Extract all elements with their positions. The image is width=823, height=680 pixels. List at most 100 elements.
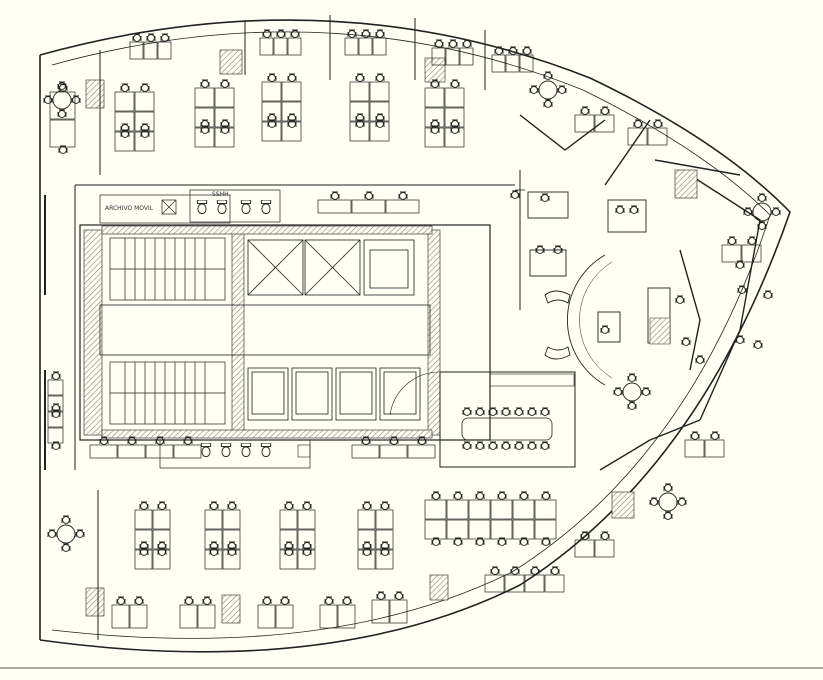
desk [431,47,446,66]
desk [204,509,223,530]
office-chair [380,501,390,510]
desk [647,127,668,146]
office-chair [663,483,673,492]
desk [704,439,725,458]
conference-chair [501,407,511,416]
office-chair [57,109,67,118]
office-chair [541,491,551,500]
desk [194,87,215,108]
desk [279,509,298,530]
desk [344,37,359,56]
desk [349,121,370,142]
desk [594,114,615,133]
office-chair [475,491,485,500]
desk [281,121,302,142]
office-chair [434,39,444,48]
desk [512,499,535,520]
office-chair [431,491,441,500]
desk [134,549,153,570]
conference-chair [514,441,524,450]
conference-chair [475,407,485,416]
office-chair [490,566,500,575]
round-table [52,90,72,110]
office-chair [61,515,71,524]
office-chair [675,295,685,304]
desk [194,127,215,148]
round-table [752,202,772,222]
office-chair [394,591,404,600]
office-chair [550,566,560,575]
office-chair [600,325,610,334]
desk [259,37,274,56]
elevators-lower [247,367,421,421]
conference-chair [527,441,537,450]
office-chair [43,95,53,104]
desk [297,529,316,550]
desk [721,244,742,263]
desk [279,529,298,550]
office-chair [280,596,290,605]
desk [281,81,302,102]
office-chair [184,596,194,605]
office-chair [448,39,458,48]
central-core [79,224,491,441]
desk [129,41,144,60]
desk [152,529,171,550]
desk [222,509,241,530]
office-chair [302,501,312,510]
conference-chair [462,407,472,416]
office-chair [362,501,372,510]
office-chair [276,29,286,38]
conference-chair [501,441,511,450]
right-wing-partitions [515,114,761,471]
desk [281,101,302,122]
desk [459,47,474,66]
office-chair [220,79,230,88]
office-chair [209,501,219,510]
desk [275,604,294,629]
desk [261,121,282,142]
office-chair [200,79,210,88]
office-chair [364,191,374,200]
desk [129,604,148,629]
office-chair [677,497,687,506]
office-chair [600,531,610,540]
desk [204,549,223,570]
desk [594,539,615,558]
office-chair [763,290,773,299]
restrooms-upper: SSHH [189,189,281,223]
desk [369,121,390,142]
desk [89,444,118,459]
office-chair [134,596,144,605]
desk [111,604,130,629]
desk [468,499,491,520]
desk [385,199,420,214]
conference-chair [540,407,550,416]
desk [257,604,276,629]
office-chair [530,566,540,575]
office-chair [157,501,167,510]
desk [444,87,465,108]
conference-chair [488,441,498,450]
desk [214,107,235,128]
office-chair [290,29,300,38]
office-chair [139,501,149,510]
office-chair [262,29,272,38]
desk [349,81,370,102]
desk [444,107,465,128]
conference-chair [475,441,485,450]
desk [407,444,436,459]
office-chair [324,596,334,605]
office-chair [543,99,553,108]
round-table [56,524,76,544]
desk [152,549,171,570]
office-chair [51,371,61,380]
archive-label: ARCHIVO MOVIL [105,205,154,212]
desk [544,574,565,593]
office-chair [681,337,691,346]
conference-chair [527,407,537,416]
desk [143,41,158,60]
desk [424,127,445,148]
desk [468,519,491,540]
desk [114,131,135,152]
